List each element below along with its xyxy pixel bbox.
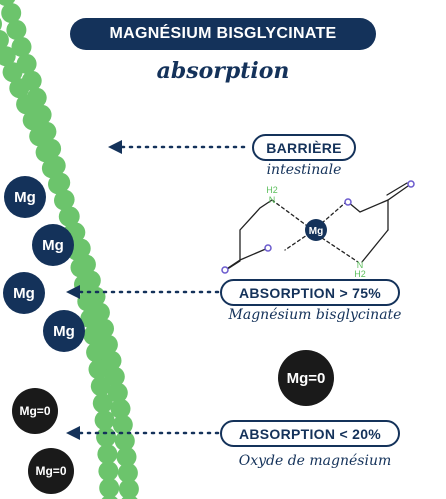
mg-ion: Mg <box>3 272 45 314</box>
amine-top-n: N <box>269 195 276 205</box>
membrane-bead <box>99 478 120 498</box>
absorption-low-label: ABSORPTION < 20% <box>220 420 400 447</box>
membrane-bead <box>22 110 43 131</box>
membrane-bead <box>94 410 115 431</box>
mg-ion: Mg <box>43 310 85 352</box>
absorption-low-caption: Oxyde de magnésium <box>238 453 392 469</box>
molecule-center-label: Mg <box>309 226 323 237</box>
low-absorption-arrow-head <box>66 426 80 440</box>
membrane-bead <box>35 142 56 163</box>
membrane-bead <box>104 366 125 387</box>
membrane-bead <box>16 94 37 115</box>
barrier-label: BARRIÈRE <box>252 134 356 161</box>
amine-bottom-h: H2 <box>354 269 366 278</box>
membrane-inner-beads <box>0 18 139 499</box>
mg-oxide-particle: Mg=0 <box>278 350 334 406</box>
membrane-bead <box>6 19 27 40</box>
membrane-bead <box>90 376 111 397</box>
mg-oxide-particle: Mg=0 <box>28 448 74 494</box>
membrane-bead <box>114 430 135 451</box>
membrane-bead <box>89 302 110 323</box>
page-subtitle: absorption <box>156 58 290 84</box>
absorption-high-label: ABSORPTION > 75% <box>220 279 400 306</box>
barrier-arrow-head <box>108 140 122 154</box>
membrane-bead <box>116 446 137 467</box>
membrane-bead <box>80 270 101 291</box>
membrane-bead <box>75 254 96 275</box>
membrane-bead <box>118 479 139 499</box>
mg-ion: Mg <box>4 176 46 218</box>
membrane-bead <box>97 334 118 355</box>
membrane-bead <box>11 36 32 57</box>
membrane-bead <box>2 62 23 83</box>
amine-top-h: H2 <box>266 185 278 195</box>
membrane-bead <box>70 238 91 259</box>
membrane-bead <box>9 78 30 99</box>
membrane-bead <box>29 126 50 147</box>
high-absorption-arrow-head <box>66 285 80 299</box>
membrane-bead <box>107 382 128 403</box>
membrane-bead <box>0 18 2 30</box>
membrane-bead <box>101 495 118 499</box>
membrane-bead <box>0 30 9 50</box>
barrier-caption: intestinale <box>266 162 342 178</box>
membrane-bead <box>97 444 118 465</box>
membrane-bead <box>110 398 131 419</box>
amine-bottom-n: N <box>357 260 364 270</box>
membrane-bead <box>0 0 16 6</box>
page-title: MAGNÉSIUM BISGLYCINATE <box>70 18 376 50</box>
mg-oxide-particle: Mg=0 <box>12 388 58 434</box>
absorption-high-caption: Magnésium bisglycinate <box>228 307 402 323</box>
bisglycinate-molecule: Mg H2 N N H2 <box>221 180 415 278</box>
membrane-bead <box>96 427 117 448</box>
membrane-bead <box>41 158 62 179</box>
membrane-bead <box>98 461 119 482</box>
mg-ion: Mg <box>32 224 74 266</box>
membrane-bead <box>54 190 74 211</box>
membrane-bead <box>1 3 22 23</box>
membrane-bead <box>0 46 16 67</box>
membrane-bead <box>94 318 114 339</box>
membrane-bead <box>112 414 133 435</box>
membrane-bead <box>117 462 138 483</box>
membrane-bead <box>92 393 113 414</box>
membrane-bead <box>48 174 68 195</box>
membrane-bead <box>121 495 138 499</box>
arrows <box>66 140 252 440</box>
membrane-bead <box>101 350 122 371</box>
membrane-bead <box>59 206 80 227</box>
